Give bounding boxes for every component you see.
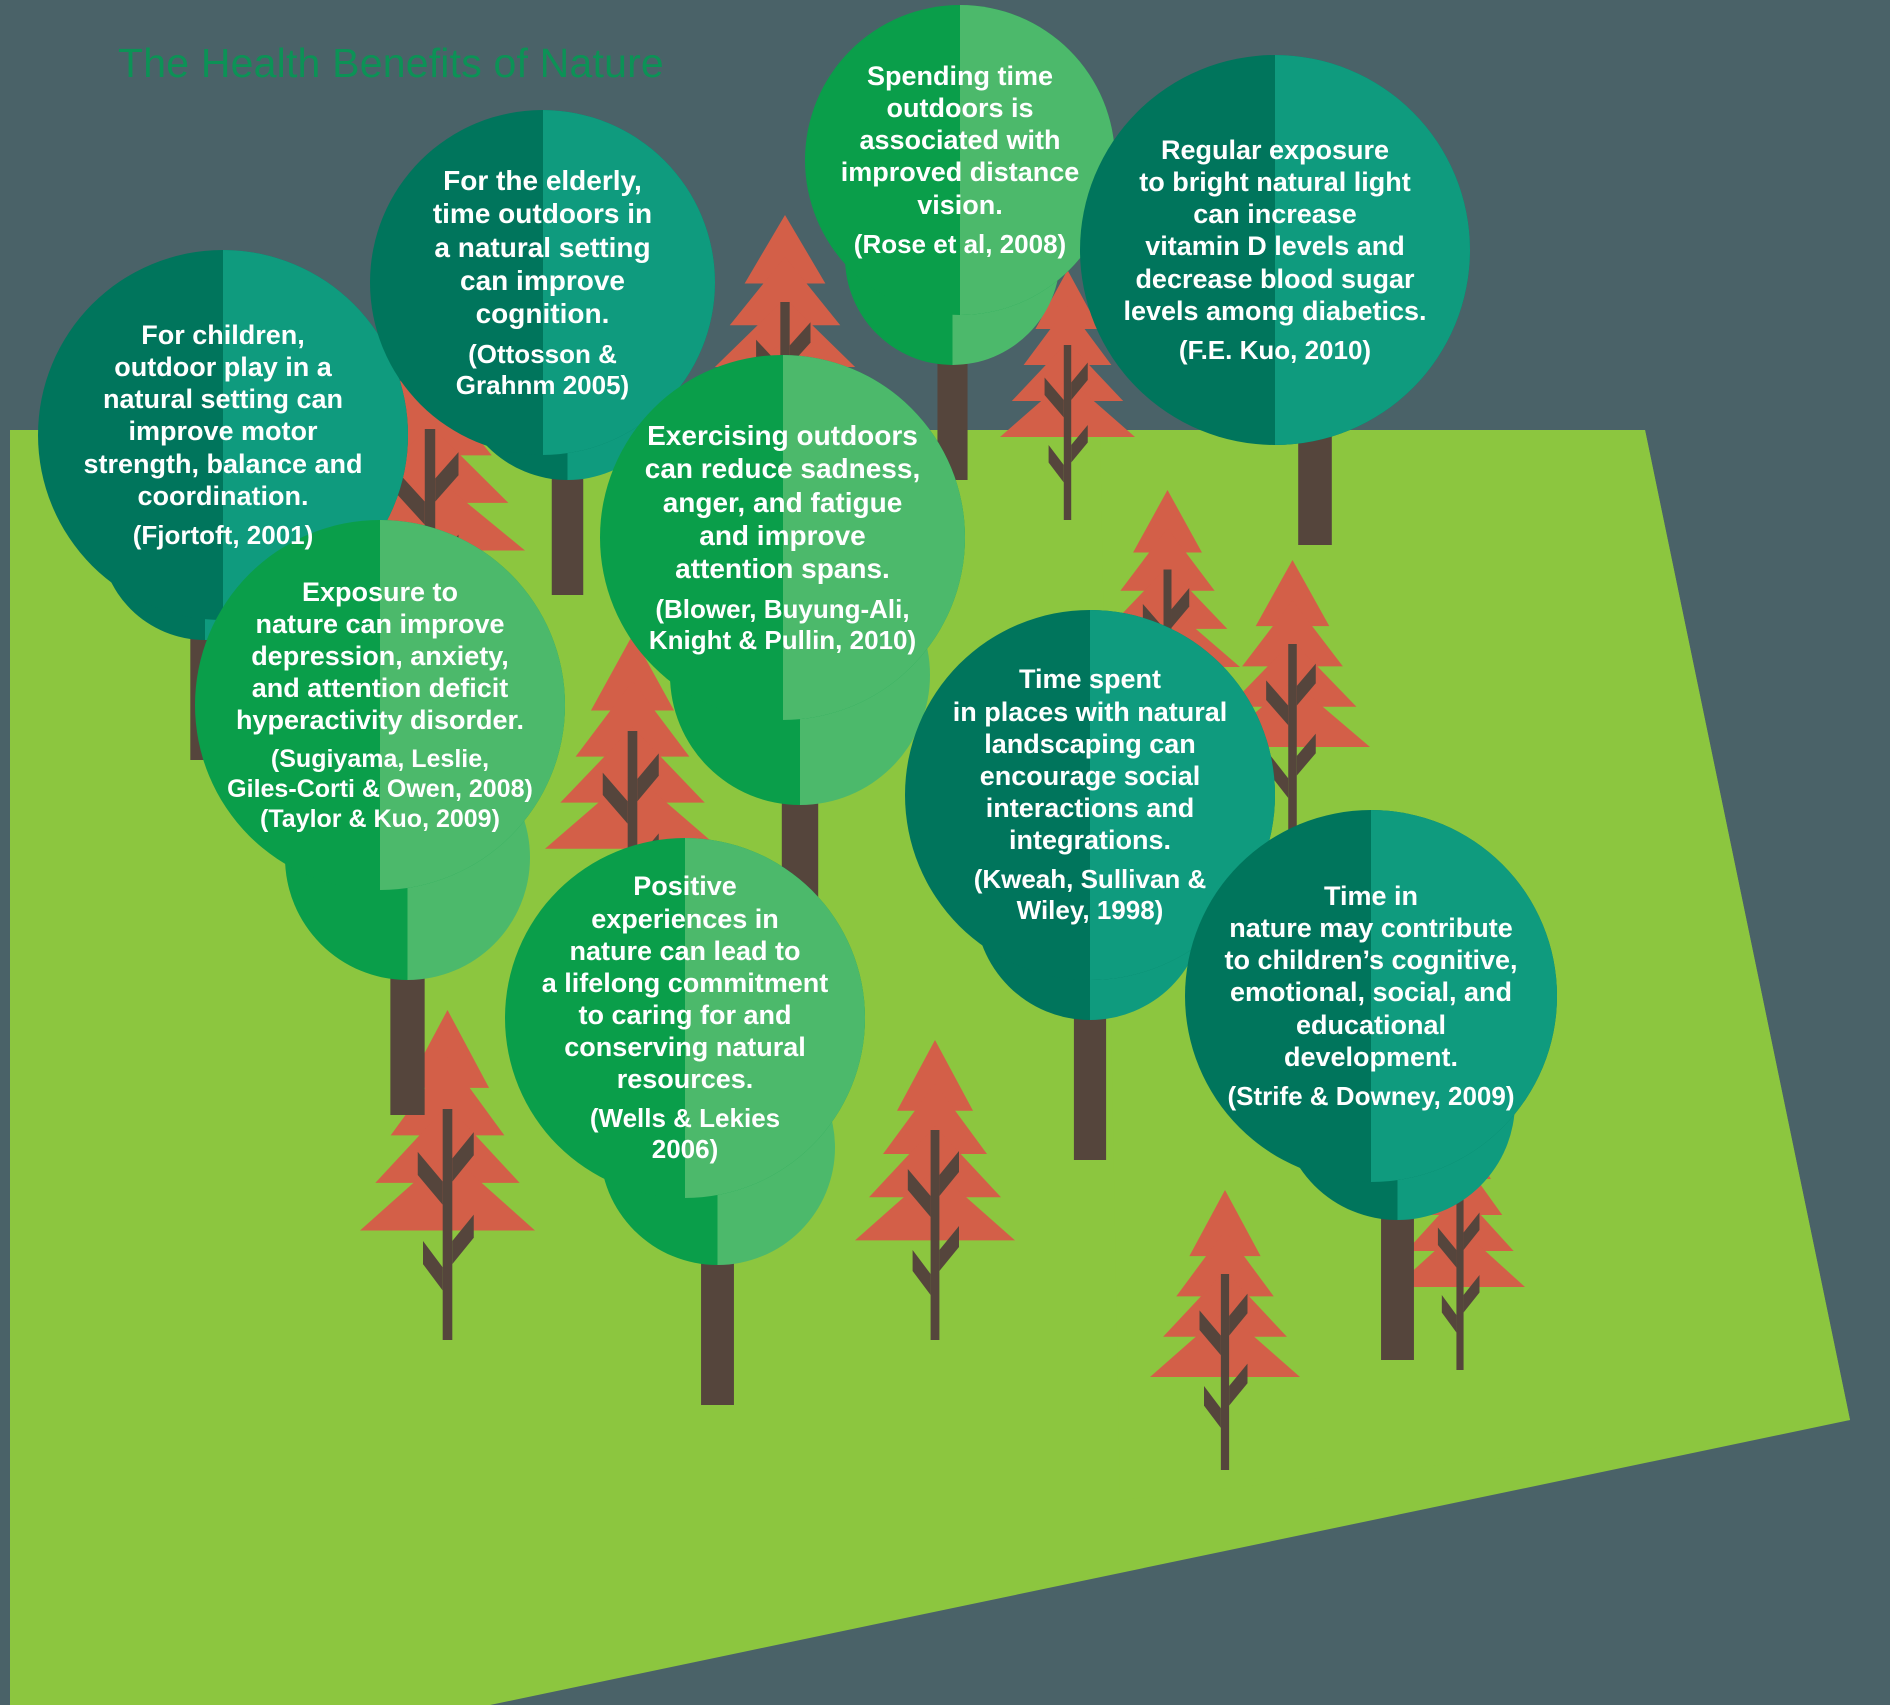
fact-citation: (F.E. Kuo, 2010) [1178,334,1372,365]
fact-citation: (Kweah, Sullivan & Wiley, 1998) [973,864,1207,926]
bubble-highlight-half [1371,810,1557,1182]
fact-text: Exposure to nature can improve depressio… [235,576,525,736]
fact-bubble-depression-anxiety[interactable]: Exposure to nature can improve depressio… [195,520,565,890]
fact-bubble-exercise-mood[interactable]: Exercising outdoors can reduce sadness, … [600,355,965,720]
fact-text: Exercising outdoors can reduce sadness, … [644,420,921,585]
fact-text: Time in nature may contribute to childre… [1224,881,1518,1072]
fact-bubble-distance-vision[interactable]: Spending time outdoors is associated wit… [805,5,1115,315]
fact-citation: (Rose et al, 2008) [853,228,1067,259]
fact-text: For the elderly, time outdoors in a natu… [432,165,653,330]
conifer-tree [1150,1190,1300,1470]
fact-bubble-vitamin-d[interactable]: Regular exposure to bright natural light… [1080,55,1470,445]
bubble-highlight-half [1275,55,1470,445]
conifer-tree [545,635,720,955]
fact-bubble-lifelong-commitment[interactable]: Positive experiences in nature can lead … [505,838,865,1198]
fact-text: For children, outdoor play in a natural … [83,320,363,511]
bubble-highlight-half [685,838,865,1198]
fact-citation: (Wells & Lekies 2006) [589,1103,781,1165]
fact-text: Positive experiences in nature can lead … [541,871,829,1095]
fact-citation: (Fjortoft, 2001) [132,519,314,550]
fact-citation: (Blower, Buyung-Ali, Knight & Pullin, 20… [648,593,917,655]
fact-bubble-child-development[interactable]: Time in nature may contribute to childre… [1185,810,1557,1182]
fact-bubble-elderly-cognition[interactable]: For the elderly, time outdoors in a natu… [370,110,715,455]
bubble-highlight-half [380,520,565,890]
fact-citation: (Ottosson & Grahnm 2005) [455,338,630,400]
conifer-tree [360,1010,535,1340]
fact-citation: (Sugiyama, Leslie, Giles-Corti & Owen, 2… [227,745,533,834]
fact-text: Spending time outdoors is associated wit… [840,61,1080,220]
page-title: The Health Benefits of Nature [118,40,664,86]
fact-citation: (Strife & Downey, 2009) [1227,1080,1515,1111]
fact-text: Regular exposure to bright natural light… [1123,135,1427,326]
conifer-tree [855,1040,1015,1340]
fact-text: Time spent in places with natural landsc… [952,664,1228,856]
bubble-highlight-half [782,355,965,720]
